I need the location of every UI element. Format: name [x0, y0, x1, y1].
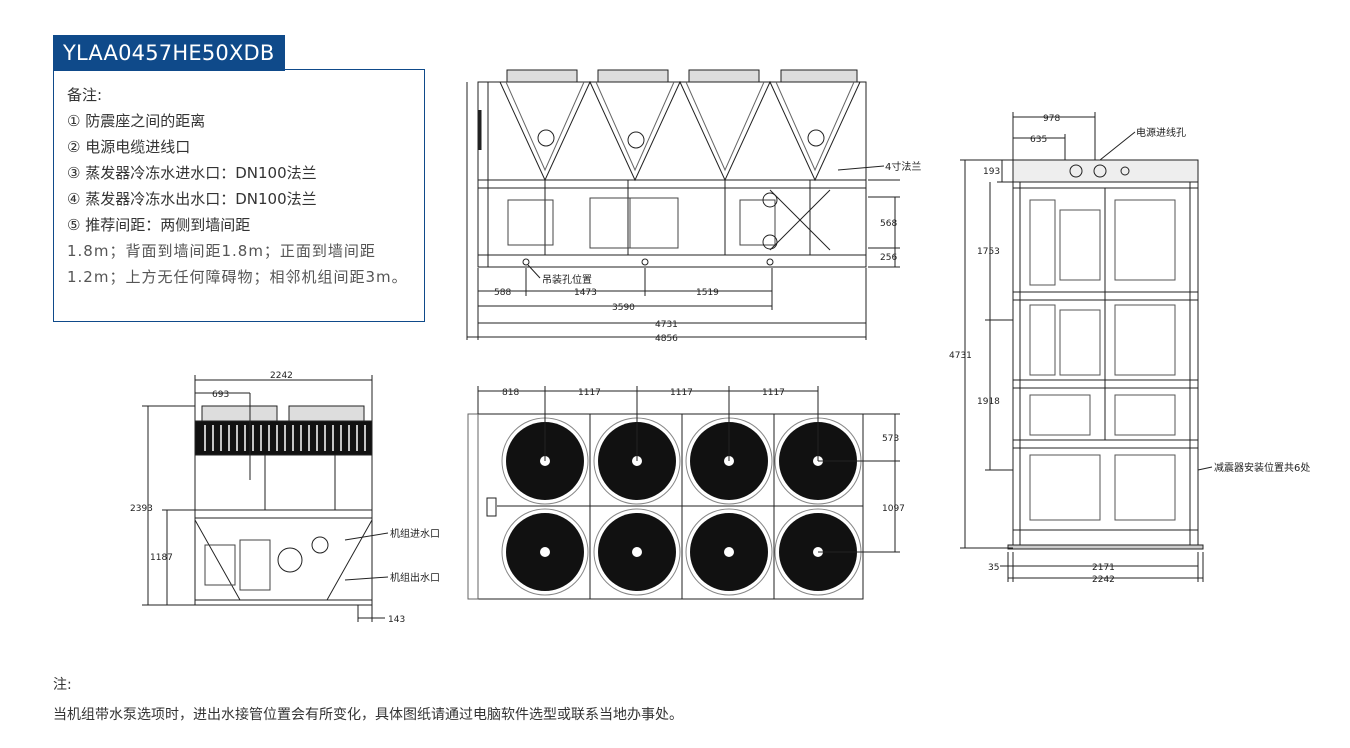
notes-panel: 备注: ① 防震座之间的距离 ② 电源电缆进线口 ③ 蒸发器冷冻水进水口：DN1…	[53, 69, 425, 322]
note-item-2: ② 电源电缆进线口	[67, 138, 191, 156]
note-item-5: ⑤ 推荐间距：两侧到墙间距	[67, 216, 251, 234]
top-dim-573: 573	[882, 434, 899, 444]
right-dim-35: 35	[988, 563, 999, 573]
footer-label: 注:	[53, 677, 72, 693]
lifting-hole-label: 吊装孔位置	[542, 273, 592, 286]
right-dim-978: 978	[1043, 114, 1060, 124]
side-dim-1519: 1519	[696, 288, 719, 298]
right-dim-4731: 4731	[949, 351, 972, 361]
notes-heading: 备注:	[67, 86, 103, 104]
note-item-1: ① 防震座之间的距离	[67, 112, 206, 130]
end-view: 2242 693 2393 1187 143 机组进水口 机组出水口	[130, 371, 440, 625]
side-dim-588: 588	[494, 288, 511, 298]
right-dim-635: 635	[1030, 135, 1047, 145]
right-dim-193: 193	[983, 167, 1000, 177]
top-view: 818 1117 1117 1117 573 1097	[467, 386, 905, 600]
side-dim-4731: 4731	[655, 320, 678, 330]
top-dim-1117-b: 1117	[670, 388, 693, 398]
top-dim-1097: 1097	[882, 504, 905, 514]
footer-text: 当机组带水泵选项时，进出水接管位置会有所变化，具体图纸请通过电脑软件选型或联系当…	[53, 707, 683, 723]
end-dim-693: 693	[212, 390, 229, 400]
right-dim-2171: 2171	[1092, 563, 1115, 573]
end-dim-143: 143	[388, 615, 405, 625]
note-item-3: ③ 蒸发器冷冻水进水口：DN100法兰	[67, 164, 317, 182]
top-dim-1117-c: 1117	[762, 388, 785, 398]
right-dim-2242: 2242	[1092, 575, 1115, 585]
power-inlet-label: 电源进线孔	[1136, 126, 1186, 139]
right-view: 978 635 电源进线孔 193 1753 4731 1918 减震器安装位置…	[949, 112, 1310, 585]
side-dim-568: 568	[880, 219, 897, 229]
side-view: 568 256 4寸法兰 吊装孔位置 588 1473 1519 3590 47…	[466, 69, 921, 344]
side-dim-1473: 1473	[574, 288, 597, 298]
right-dim-1918: 1918	[977, 397, 1000, 407]
outlet-label: 机组出水口	[390, 571, 440, 584]
end-dim-2393: 2393	[130, 504, 153, 514]
top-dim-818: 818	[502, 388, 519, 398]
side-dim-4856: 4856	[655, 334, 678, 344]
end-dim-1187: 1187	[150, 553, 173, 563]
note-continuation: 1.8m；背面到墙间距1.8m；正面到墙间距1.2m；上方无任何障碍物；相邻机组…	[67, 242, 408, 286]
top-dim-1117-a: 1117	[578, 388, 601, 398]
inlet-label: 机组进水口	[390, 527, 440, 540]
end-dim-2242: 2242	[270, 371, 293, 381]
damper-label: 减震器安装位置共6处	[1214, 461, 1310, 474]
right-dim-1753: 1753	[977, 247, 1000, 257]
note-item-4: ④ 蒸发器冷冻水出水口：DN100法兰	[67, 190, 317, 208]
flange-label: 4寸法兰	[885, 160, 921, 173]
model-title: YLAA0457HE50XDB	[53, 35, 285, 71]
side-dim-256: 256	[880, 253, 897, 263]
side-dim-3590: 3590	[612, 303, 635, 313]
